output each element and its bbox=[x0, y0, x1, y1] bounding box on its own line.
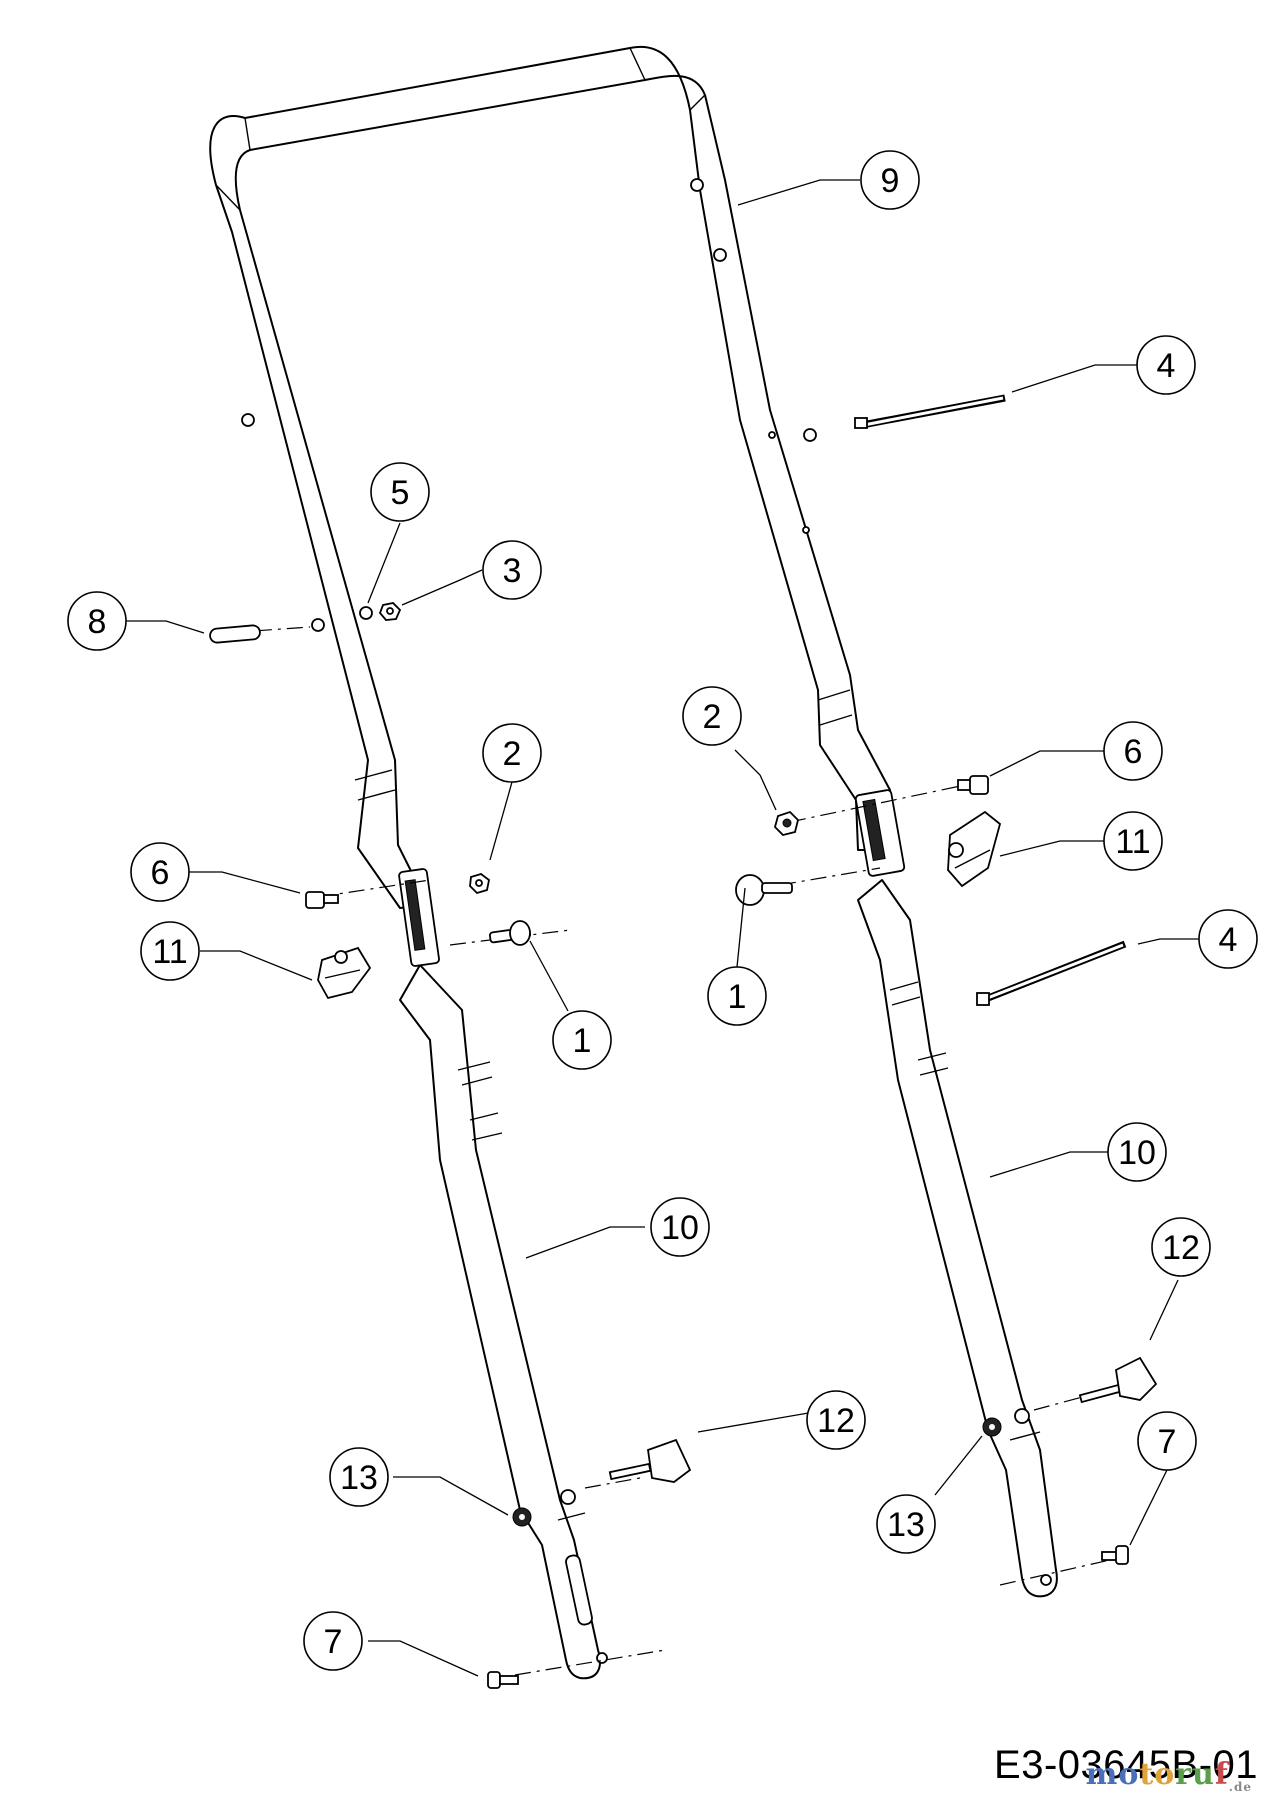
callout-13-right: 13 bbox=[876, 1494, 936, 1554]
callout-4-upper: 4 bbox=[1136, 335, 1196, 395]
drawing-code: E3-03645B-01 bbox=[994, 1743, 1258, 1787]
cable-tie-lower bbox=[976, 940, 1127, 1006]
callout-6-right-label: 6 bbox=[1124, 733, 1143, 771]
upper-handle-tube bbox=[209, 45, 893, 909]
callout-11-left-label: 11 bbox=[152, 933, 187, 971]
callout-7-left: 7 bbox=[303, 1611, 363, 1671]
callout-10-left: 10 bbox=[650, 1197, 710, 1257]
callout-11-left: 11 bbox=[140, 921, 200, 981]
leader-lines bbox=[126, 179, 1199, 1677]
callout-6-left: 6 bbox=[130, 842, 190, 902]
screw-7-right bbox=[1101, 1545, 1129, 1565]
callout-6-right: 6 bbox=[1103, 721, 1163, 781]
callout-12-left-label: 12 bbox=[817, 1402, 855, 1440]
right-bracket bbox=[854, 789, 906, 877]
right-lower-tube bbox=[857, 879, 1058, 1598]
callout-2-left: 2 bbox=[482, 723, 542, 783]
callout-5-label: 5 bbox=[391, 474, 410, 512]
callout-4-lower-label: 4 bbox=[1219, 921, 1238, 959]
callout-12-left: 12 bbox=[806, 1390, 866, 1450]
callout-2-right-label: 2 bbox=[703, 698, 722, 736]
knob-11-left bbox=[317, 946, 372, 1000]
bolt-6-right bbox=[957, 775, 989, 795]
callout-1-right-label: 1 bbox=[728, 978, 747, 1016]
callout-13-left-label: 13 bbox=[340, 1459, 378, 1497]
callout-10-right-label: 10 bbox=[1118, 1134, 1156, 1172]
nut-3 bbox=[378, 602, 402, 621]
bolt-6-left bbox=[305, 891, 339, 909]
callout-4-lower: 4 bbox=[1198, 909, 1258, 969]
washer-13-right bbox=[982, 1417, 1002, 1437]
knob-11-right bbox=[947, 810, 1002, 888]
nut-2-left bbox=[469, 873, 490, 895]
callout-6-left-label: 6 bbox=[151, 854, 170, 892]
washer-13-left bbox=[512, 1507, 532, 1527]
carriage-bolt-1-right bbox=[735, 874, 793, 906]
screw-7-left bbox=[487, 1671, 519, 1689]
left-bracket bbox=[398, 868, 440, 967]
callout-8-label: 8 bbox=[88, 603, 107, 641]
callout-3-label: 3 bbox=[503, 552, 522, 590]
callout-5: 5 bbox=[370, 462, 430, 522]
callout-7-left-label: 7 bbox=[324, 1623, 343, 1661]
pin-8 bbox=[209, 624, 261, 644]
callout-9: 9 bbox=[860, 150, 920, 210]
callout-12-right-label: 12 bbox=[1162, 1229, 1200, 1267]
cable-tie-upper bbox=[854, 394, 1006, 429]
left-lower-tube bbox=[399, 964, 608, 1680]
callout-2-left-label: 2 bbox=[503, 735, 522, 773]
callout-12-right: 12 bbox=[1151, 1217, 1211, 1277]
washer-5 bbox=[359, 606, 373, 620]
callout-13-left: 13 bbox=[329, 1447, 389, 1507]
callout-7-right: 7 bbox=[1137, 1411, 1197, 1471]
callout-10-left-label: 10 bbox=[661, 1209, 699, 1247]
callout-11-right-label: 11 bbox=[1115, 823, 1150, 861]
watermark-logo: motoruf.de bbox=[1085, 1757, 1252, 1794]
callout-1-right: 1 bbox=[707, 966, 767, 1026]
callout-1-left-label: 1 bbox=[573, 1022, 592, 1060]
callout-7-right-label: 7 bbox=[1158, 1423, 1177, 1461]
knob-bolt-12-right bbox=[1078, 1356, 1158, 1404]
callout-1-left: 1 bbox=[552, 1010, 612, 1070]
callout-2-right: 2 bbox=[682, 686, 742, 746]
callout-9-label: 9 bbox=[881, 162, 900, 200]
knob-bolt-12-left bbox=[608, 1438, 692, 1483]
nut-2-right bbox=[773, 810, 799, 836]
callout-8: 8 bbox=[67, 591, 127, 651]
carriage-bolt-1-left bbox=[488, 920, 532, 946]
callout-13-right-label: 13 bbox=[887, 1506, 925, 1544]
callout-3: 3 bbox=[482, 540, 542, 600]
callout-10-right: 10 bbox=[1107, 1122, 1167, 1182]
callout-11-right: 11 bbox=[1103, 811, 1163, 871]
callout-4-upper-label: 4 bbox=[1157, 347, 1176, 385]
